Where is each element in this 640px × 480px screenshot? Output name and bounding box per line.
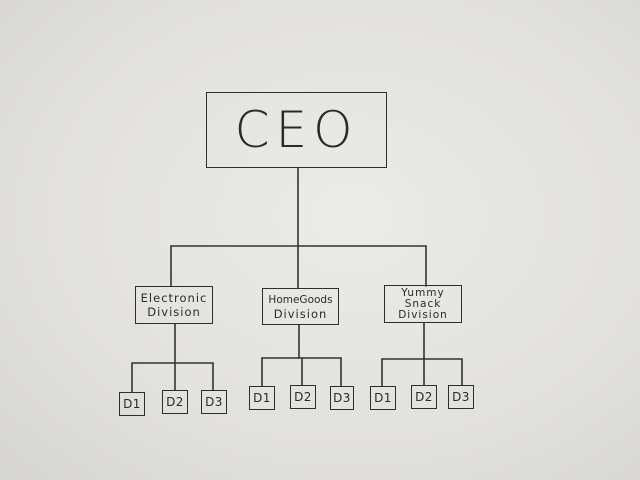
division-box-homegoods: HomeGoods Division (262, 288, 339, 325)
department-label: D1 (123, 397, 141, 411)
department-label: D1 (374, 391, 392, 405)
division-label-line: Division (147, 305, 201, 319)
division-label-line: HomeGoods (268, 293, 333, 306)
division-label-line: Yummy (401, 286, 445, 299)
department-box: D2 (411, 385, 437, 409)
department-label: D1 (253, 391, 271, 405)
department-box: D1 (249, 386, 275, 410)
division-box-electronic: Electronic Division (135, 286, 213, 324)
department-label: D2 (415, 390, 433, 404)
department-box: D2 (162, 390, 188, 414)
ceo-box: CEO (206, 92, 387, 168)
department-box: D1 (370, 386, 396, 410)
department-box: D2 (290, 385, 316, 409)
division-label-line: Electronic (140, 291, 208, 305)
division-box-yummy-snack: Yummy Snack Division (384, 285, 462, 323)
department-label: D2 (166, 395, 184, 409)
department-label: D2 (294, 390, 312, 404)
division-label-line: Division (398, 308, 448, 321)
division-label-line: Division (273, 306, 328, 321)
department-label: D3 (205, 395, 223, 409)
department-box: D3 (448, 385, 474, 409)
division-label-line: Snack (404, 297, 442, 310)
ceo-label: CEO (234, 101, 359, 159)
department-label: D3 (333, 391, 351, 405)
department-box: D3 (201, 390, 227, 414)
department-box: D1 (119, 392, 145, 416)
department-box: D3 (330, 386, 354, 410)
department-label: D3 (452, 390, 470, 404)
